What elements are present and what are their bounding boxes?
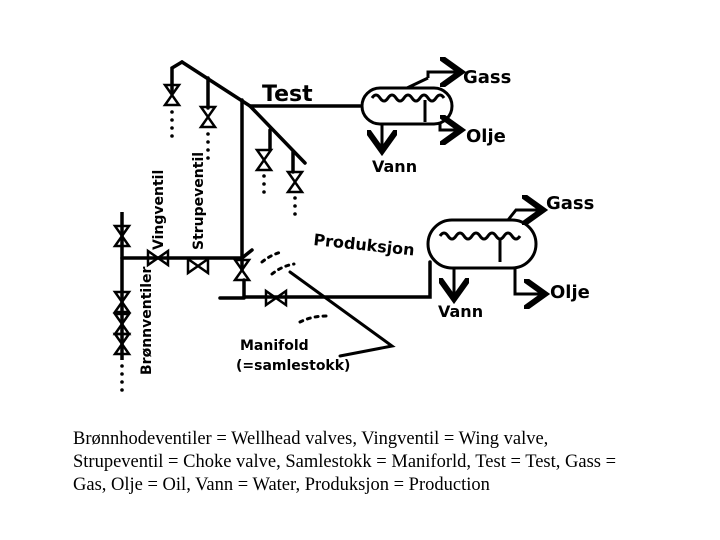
- production-label: Produksjon: [313, 230, 416, 260]
- wellhead-dots: [120, 364, 124, 392]
- manifold-label-line1: Manifold: [240, 338, 309, 354]
- test-oil-label: Olje: [466, 126, 506, 147]
- production-gas-label: Gass: [546, 193, 594, 214]
- test-gas-label: Gass: [463, 67, 511, 88]
- caption-line-1: Brønnhodeventiler = Wellhead valves, Vin…: [73, 429, 549, 449]
- production-water-label: Vann: [438, 302, 483, 321]
- manifold-label-line2: (=samlestokk): [236, 358, 350, 374]
- production-header-line: [120, 248, 432, 300]
- production-separator: [426, 210, 542, 296]
- wellhead-valves-label: Brønnventiler: [139, 267, 155, 376]
- manifold-wedge: [260, 250, 396, 358]
- test-label: Test: [262, 82, 313, 107]
- test-separator: [360, 72, 458, 148]
- choke-valve: [186, 257, 210, 275]
- production-oil-label: Olje: [550, 282, 590, 303]
- wellhead-diagram: Test Gass Olje Vann Produksjon Gass Olje…: [113, 0, 594, 392]
- test-branch-dots: [170, 110, 297, 216]
- choke-valve-label: Strupeventil: [191, 152, 207, 250]
- caption: Brønnhodeventiler = Wellhead valves, Vin…: [73, 428, 673, 497]
- test-header-line: [170, 60, 362, 272]
- test-water-label: Vann: [372, 157, 417, 176]
- caption-line-2: Strupeventil = Choke valve, Samlestokk =…: [73, 452, 617, 472]
- wing-valve-label: Vingventil: [151, 170, 167, 250]
- caption-line-3: Gas, Olje = Oil, Vann = Water, Produksjo…: [73, 475, 490, 495]
